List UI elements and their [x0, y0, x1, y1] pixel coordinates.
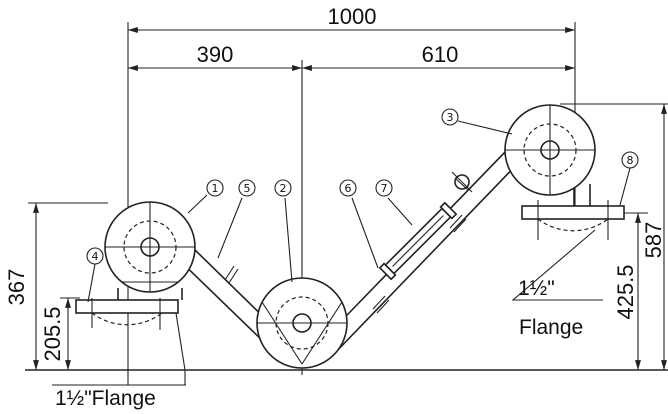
flange-left	[75, 298, 179, 330]
flange-right	[521, 200, 625, 240]
callout-5-number: 5	[244, 182, 251, 195]
valve-fitting	[451, 171, 473, 193]
callout-2: 2	[274, 179, 292, 197]
callout-2-number: 2	[280, 182, 287, 195]
callout-5: 5	[238, 179, 256, 197]
tube-break-marks	[224, 214, 467, 314]
callout-6-number: 6	[345, 182, 352, 195]
drum-left	[104, 201, 196, 300]
sight-glass-component	[378, 201, 458, 281]
drum-right	[504, 104, 596, 206]
flange-label-right-bottom: Flange	[519, 316, 583, 339]
leader-lines	[52, 120, 631, 386]
callout-4: 4	[86, 247, 104, 265]
callout-7-number: 7	[381, 182, 388, 195]
callout-3: 3	[441, 108, 459, 126]
dim-left-span: 390	[197, 42, 234, 67]
callout-6: 6	[339, 179, 357, 197]
dim-overall-width: 1000	[328, 4, 377, 29]
callout-1: 1	[206, 179, 224, 197]
callout-4-number: 4	[92, 250, 99, 263]
drum-middle	[256, 277, 348, 369]
flange-label-right-top: 1½"	[518, 277, 555, 300]
dim-left-height: 367	[4, 269, 29, 306]
dim-left-flange-height: 205.5	[40, 306, 65, 361]
dim-right-flange-height: 425.5	[613, 264, 638, 319]
callout-1-number: 1	[212, 182, 219, 195]
callout-8-number: 8	[627, 154, 634, 167]
callout-8: 8	[621, 151, 639, 169]
flange-label-left: 1½"Flange	[55, 387, 156, 410]
dim-right-span: 610	[422, 42, 459, 67]
dim-right-height: 587	[641, 222, 666, 259]
callout-3-number: 3	[447, 111, 454, 124]
callout-7: 7	[375, 179, 393, 197]
